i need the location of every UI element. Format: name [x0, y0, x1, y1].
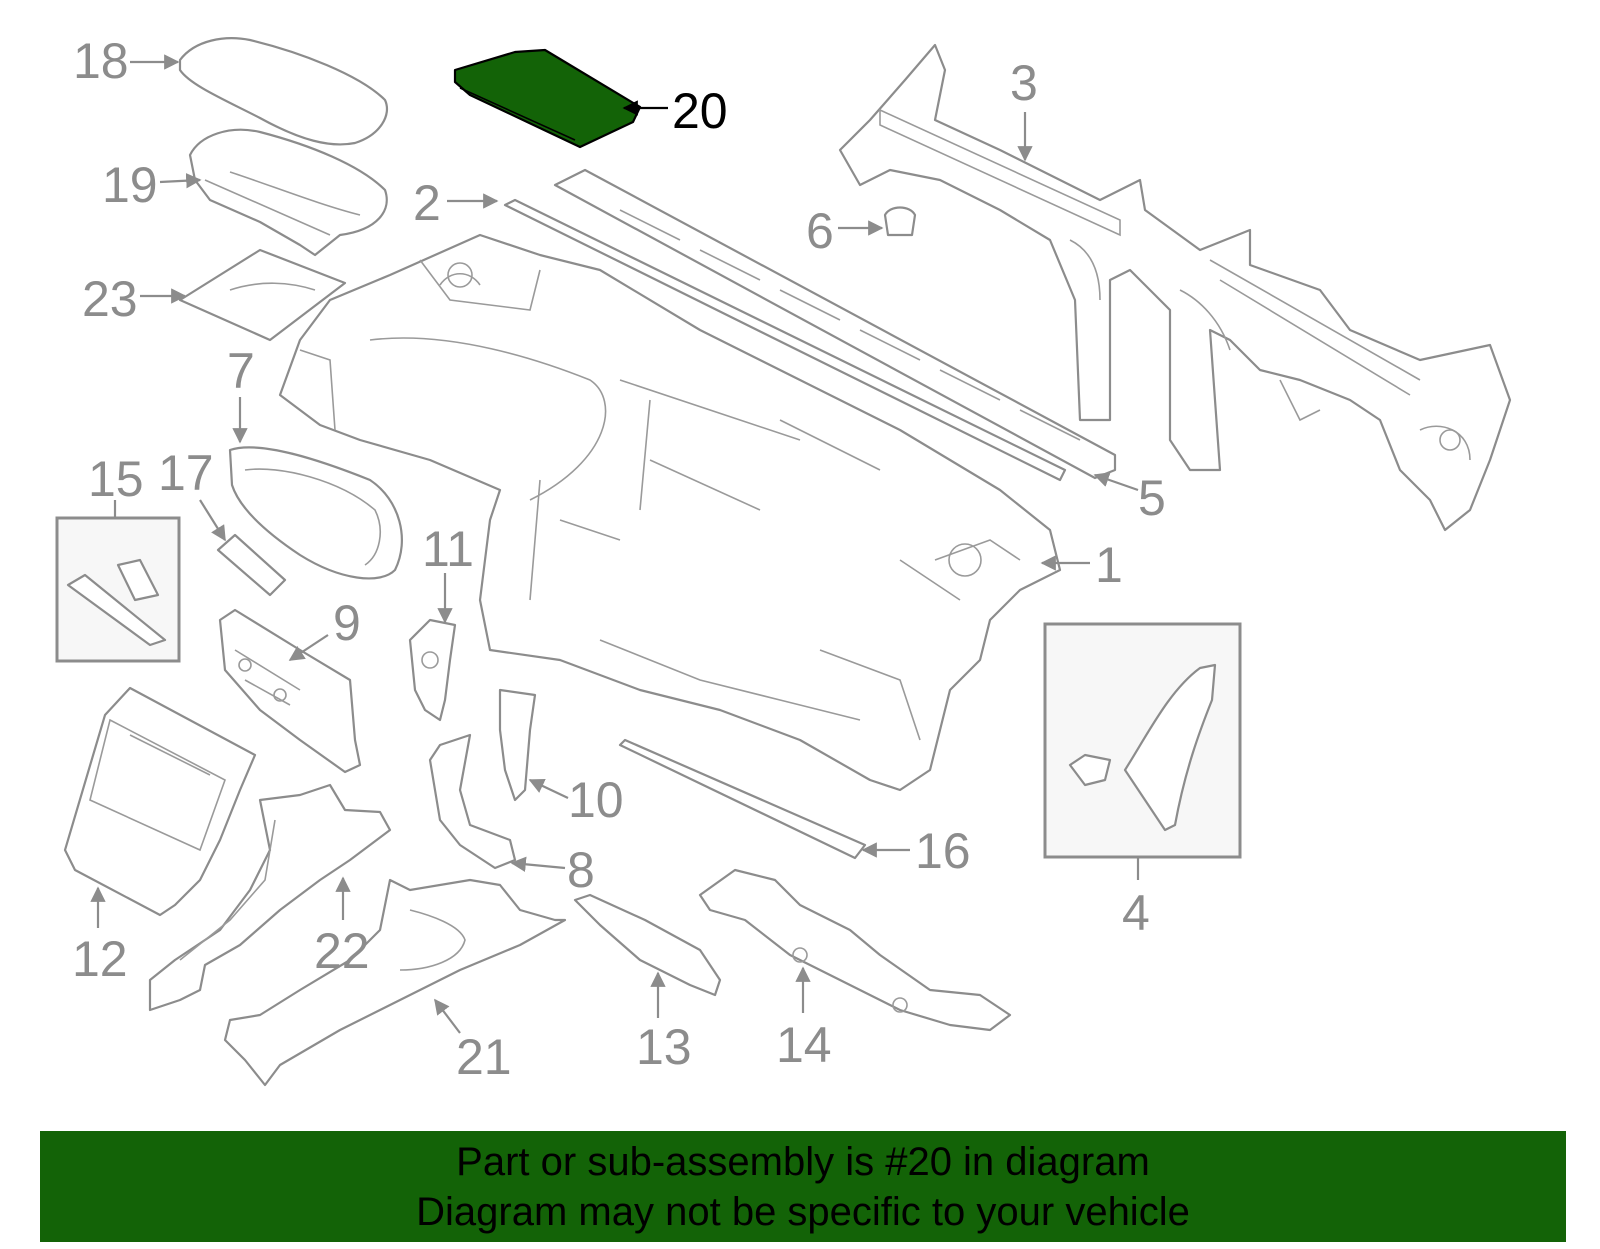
part-1-instrument-panel[interactable]	[278, 233, 1062, 792]
part-13-bracket[interactable]	[573, 893, 722, 997]
banner-line-1: Part or sub-assembly is #20 in diagram	[456, 1139, 1150, 1184]
part-6-clip[interactable]	[883, 206, 917, 237]
callout-2[interactable]: 2	[413, 175, 441, 231]
parts-diagram: 18 19 23 20 2 3 6 7 5 1 15 17 9 11 10 8 …	[55, 33, 1512, 1087]
part-22-console-side[interactable]	[148, 783, 392, 1012]
callout-11[interactable]: 11	[422, 521, 474, 577]
part-2-strip[interactable]	[503, 198, 1067, 482]
part-21-console-lower[interactable]	[223, 878, 567, 1087]
part-19-meter-hood[interactable]	[188, 128, 388, 257]
callout-21[interactable]: 21	[456, 1029, 512, 1085]
callout-13[interactable]: 13	[636, 1019, 692, 1075]
part-8-side-cover[interactable]	[428, 733, 517, 870]
part-10-bracket[interactable]	[498, 688, 537, 802]
callout-12[interactable]: 12	[72, 931, 128, 987]
part-18-lens[interactable]	[178, 37, 389, 146]
callout-16[interactable]: 16	[915, 823, 971, 879]
callout-3[interactable]: 3	[1010, 55, 1038, 111]
leader-lines	[90, 54, 1140, 1034]
callout-1[interactable]: 1	[1095, 537, 1123, 593]
callout-15[interactable]: 15	[88, 451, 144, 507]
part-14-bracket[interactable]	[698, 868, 1012, 1032]
callout-14[interactable]: 14	[776, 1017, 832, 1073]
callout-6[interactable]: 6	[806, 203, 834, 259]
part-17-bezel[interactable]	[216, 533, 287, 597]
part-3-cross-member[interactable]	[838, 43, 1512, 532]
banner-line-2: Diagram may not be specific to your vehi…	[416, 1189, 1190, 1234]
callout-22[interactable]: 22	[314, 923, 370, 979]
part-5-defroster-grille[interactable]	[553, 168, 1117, 480]
callout-8[interactable]: 8	[567, 842, 595, 898]
part-20-panel-highlighted[interactable]	[453, 48, 642, 149]
callout-10[interactable]: 10	[568, 772, 624, 828]
part-16-strip[interactable]	[618, 738, 867, 860]
part-15-group-box[interactable]	[55, 516, 181, 663]
callout-18[interactable]: 18	[73, 33, 129, 89]
callout-5[interactable]: 5	[1138, 470, 1166, 526]
part-11-bracket[interactable]	[408, 618, 457, 722]
callout-23[interactable]: 23	[82, 271, 138, 327]
part-12-center-panel[interactable]	[63, 686, 257, 917]
callout-9[interactable]: 9	[333, 595, 361, 651]
callout-20[interactable]: 20	[672, 83, 728, 139]
callout-19[interactable]: 19	[102, 157, 158, 213]
part-4-group-box[interactable]	[1043, 622, 1242, 859]
callout-labels: 18 19 23 20 2 3 6 7 5 1 15 17 9 11 10 8 …	[72, 33, 1166, 1085]
part-7-meter-visor[interactable]	[228, 446, 403, 580]
info-banner: Part or sub-assembly is #20 in diagram D…	[40, 1131, 1566, 1242]
callout-7[interactable]: 7	[227, 343, 255, 399]
part-23-film[interactable]	[178, 248, 347, 342]
callout-17[interactable]: 17	[158, 445, 214, 501]
callout-4[interactable]: 4	[1122, 885, 1150, 941]
part-9-switch-panel[interactable]	[218, 608, 362, 774]
